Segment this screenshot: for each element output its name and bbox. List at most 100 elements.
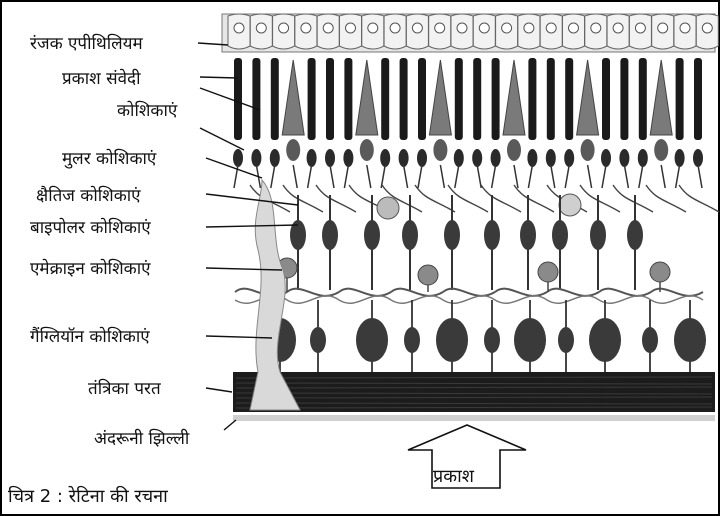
amacrine-cell-body bbox=[418, 265, 438, 285]
photoreceptor-axon bbox=[588, 165, 592, 188]
rod-outer-segment bbox=[565, 58, 573, 140]
label-ganglion-cells: गैंग्लियॉन कोशिकाएं bbox=[30, 324, 150, 347]
epithelium-nucleus bbox=[301, 23, 311, 33]
cone-outer-segment bbox=[503, 60, 525, 135]
ganglion-cell-body bbox=[558, 327, 574, 353]
photoreceptor-axon bbox=[492, 165, 496, 188]
rod-outer-segment bbox=[602, 58, 610, 140]
leader-horizontal bbox=[206, 194, 298, 205]
epithelium-nucleus bbox=[702, 23, 712, 33]
ganglion-cell-body bbox=[589, 318, 621, 362]
plexiform-fiber bbox=[547, 296, 599, 304]
bipolar-cell-body bbox=[322, 220, 338, 250]
rod-outer-segment bbox=[381, 58, 389, 140]
rod-nucleus bbox=[343, 149, 353, 167]
bipolar-cell-body bbox=[590, 220, 606, 250]
leader-photoreceptor-b bbox=[200, 88, 260, 110]
rod-nucleus bbox=[619, 149, 629, 167]
rod-outer-segment bbox=[455, 58, 463, 140]
rod-outer-segment bbox=[252, 58, 260, 140]
rod-outer-segment bbox=[473, 58, 481, 140]
synaptic-connections bbox=[250, 185, 719, 219]
photoreceptor-axon bbox=[514, 165, 518, 188]
ganglion-cell-body bbox=[514, 318, 546, 362]
cone-inner-segment bbox=[433, 139, 447, 161]
label-amacrine-cells: एमेक्राइन कोशिकाएं bbox=[30, 256, 151, 279]
rod-nucleus bbox=[251, 149, 261, 167]
plexiform-fiber bbox=[547, 289, 599, 296]
horizontal-connection bbox=[316, 185, 356, 212]
leader-photoreceptor-a bbox=[200, 77, 238, 78]
epithelium-nucleus bbox=[435, 23, 445, 33]
cone-outer-segment bbox=[577, 60, 599, 135]
cone-inner-segment bbox=[507, 139, 521, 161]
photoreceptor-axon bbox=[551, 165, 555, 188]
epithelium-nucleus bbox=[613, 23, 623, 33]
cone-inner-segment bbox=[360, 139, 374, 161]
bipolar-cell-body bbox=[444, 220, 460, 250]
photoreceptor-axon bbox=[440, 165, 444, 188]
ganglion-cell-body bbox=[356, 318, 388, 362]
pigment-epithelium-layer bbox=[222, 14, 718, 52]
photoreceptor-axon bbox=[477, 165, 481, 188]
plexiform-fiber bbox=[287, 289, 339, 296]
photoreceptor-axon bbox=[271, 165, 275, 188]
ganglion-cell-body bbox=[404, 327, 420, 353]
epithelium-nucleus bbox=[234, 23, 244, 33]
photoreceptor-axon bbox=[676, 165, 680, 188]
light-label: प्रकाश bbox=[433, 464, 474, 488]
photoreceptor-axon bbox=[455, 165, 459, 188]
bipolar-cell-body bbox=[364, 220, 380, 250]
photoreceptor-axon bbox=[624, 165, 628, 188]
epithelium-nucleus bbox=[368, 23, 378, 33]
rod-nucleus bbox=[601, 149, 611, 167]
ganglion-cell-body bbox=[674, 318, 706, 362]
label-inner-membrane: अंदरूनी झिल्ली bbox=[94, 426, 189, 449]
bipolar-cell-body bbox=[627, 220, 643, 250]
rod-nucleus bbox=[380, 149, 390, 167]
epithelium-nucleus bbox=[457, 23, 467, 33]
rod-outer-segment bbox=[344, 58, 352, 140]
rod-outer-segment bbox=[492, 58, 500, 140]
epithelium-nucleus bbox=[680, 23, 690, 33]
plexiform-fiber bbox=[599, 289, 651, 296]
bipolar-cell-body bbox=[552, 220, 568, 250]
plexiform-fiber bbox=[391, 296, 443, 304]
epithelium-nucleus bbox=[256, 23, 266, 33]
photoreceptor-axon bbox=[344, 165, 348, 188]
rod-outer-segment bbox=[528, 58, 536, 140]
epithelium-nucleus bbox=[635, 23, 645, 33]
epithelium-nucleus bbox=[524, 23, 534, 33]
rod-nucleus bbox=[233, 149, 243, 167]
photoreceptor-axon bbox=[528, 165, 532, 188]
label-horizontal-cells: क्षैतिज कोशिकाएं bbox=[36, 183, 141, 206]
photoreceptor-axon bbox=[639, 165, 643, 188]
inner-limiting-membrane bbox=[233, 415, 715, 421]
rod-nucleus bbox=[325, 149, 335, 167]
rod-nucleus bbox=[491, 149, 501, 167]
photoreceptor-axon bbox=[698, 165, 702, 188]
horizontal-cell-body bbox=[559, 194, 581, 216]
photoreceptor-cells bbox=[233, 58, 703, 188]
amacrine-cell-body bbox=[538, 262, 558, 282]
rod-nucleus bbox=[564, 149, 574, 167]
rod-outer-segment bbox=[271, 58, 279, 140]
label-photoreceptor-line2: कोशिकाएं bbox=[117, 98, 177, 121]
plexiform-fiber bbox=[651, 289, 703, 296]
horizontal-connection bbox=[613, 185, 653, 212]
rod-nucleus bbox=[399, 149, 409, 167]
rod-outer-segment bbox=[694, 58, 702, 140]
label-nerve-layer: तंत्रिका परत bbox=[88, 376, 161, 399]
rod-outer-segment bbox=[639, 58, 647, 140]
bipolar-cell-body bbox=[520, 220, 536, 250]
plexiform-fiber bbox=[443, 296, 495, 304]
epithelium-nucleus bbox=[658, 23, 668, 33]
rod-nucleus bbox=[527, 149, 537, 167]
epithelium-nucleus bbox=[591, 23, 601, 33]
photoreceptor-axon bbox=[602, 165, 606, 188]
ganglion-cell-body bbox=[484, 327, 500, 353]
epithelium-nucleus bbox=[569, 23, 579, 33]
epithelium-nucleus bbox=[279, 23, 289, 33]
ganglion-cells-layer bbox=[264, 300, 706, 372]
epithelium-nucleus bbox=[502, 23, 512, 33]
